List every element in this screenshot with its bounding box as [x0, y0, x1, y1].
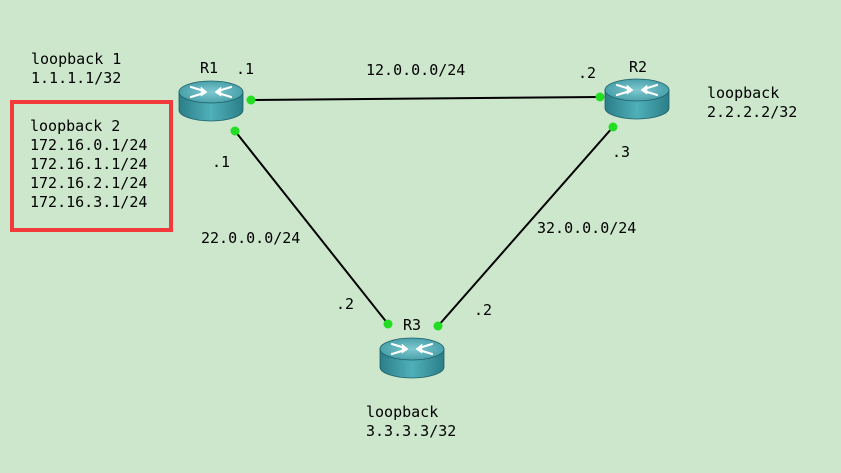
- interface-label-r2-to-r1: .2: [578, 64, 597, 82]
- loopback-title: loopback 1: [31, 50, 122, 68]
- loopback-r1-lb1: loopback 1 1.1.1.1/32: [31, 50, 121, 88]
- network-label-r1-r3: 22.0.0.0/24: [201, 229, 301, 247]
- router-label-r3: R3: [403, 316, 422, 334]
- router-r1[interactable]: [177, 79, 245, 123]
- network-label-r2-r3: 32.0.0.0/24: [537, 219, 637, 237]
- port-dot-r1-r2[interactable]: [246, 95, 256, 105]
- port-dot-r1-r3[interactable]: [230, 126, 240, 136]
- network-label-r1-r2: 12.0.0.0/24: [366, 61, 466, 79]
- interface-label-r3-to-r1: .2: [336, 295, 355, 313]
- router-label-r1: R1: [200, 59, 219, 77]
- loopback-address: 172.16.2.1/24: [30, 174, 148, 192]
- router-r3[interactable]: [378, 336, 446, 380]
- port-dot-r3-r1[interactable]: [383, 319, 393, 329]
- link-r1-r2[interactable]: [250, 96, 601, 101]
- highlight-box: [10, 100, 173, 232]
- port-dot-r3-r2[interactable]: [433, 321, 443, 331]
- router-r2[interactable]: [603, 77, 671, 121]
- interface-label-r2-to-r3: .3: [612, 143, 631, 161]
- link-r2-r3[interactable]: [437, 126, 614, 327]
- link-r1-r3[interactable]: [234, 130, 389, 325]
- loopback-title: loopback: [366, 403, 439, 421]
- port-dot-r2-r3[interactable]: [608, 122, 618, 132]
- router-label-r2: R2: [629, 58, 648, 76]
- loopback-address: 172.16.3.1/24: [30, 193, 148, 211]
- loopback-address: 172.16.1.1/24: [30, 155, 148, 173]
- port-dot-r2-r1[interactable]: [595, 92, 605, 102]
- interface-label-r1-to-r3: .1: [212, 153, 231, 171]
- loopback-r1-lb2: loopback 2 172.16.0.1/24 172.16.1.1/24 1…: [30, 117, 147, 212]
- interface-label-r1-to-r2: .1: [236, 60, 255, 78]
- loopback-r2: loopback 2.2.2.2/32: [707, 84, 797, 122]
- loopback-address: 172.16.0.1/24: [30, 136, 148, 154]
- loopback-address: 3.3.3.3/32: [366, 422, 457, 440]
- loopback-title: loopback 2: [30, 117, 121, 135]
- loopback-address: 1.1.1.1/32: [31, 69, 122, 87]
- loopback-title: loopback: [707, 84, 780, 102]
- loopback-address: 2.2.2.2/32: [707, 103, 798, 121]
- interface-label-r3-to-r2: .2: [474, 301, 493, 319]
- loopback-r3: loopback 3.3.3.3/32: [366, 403, 456, 441]
